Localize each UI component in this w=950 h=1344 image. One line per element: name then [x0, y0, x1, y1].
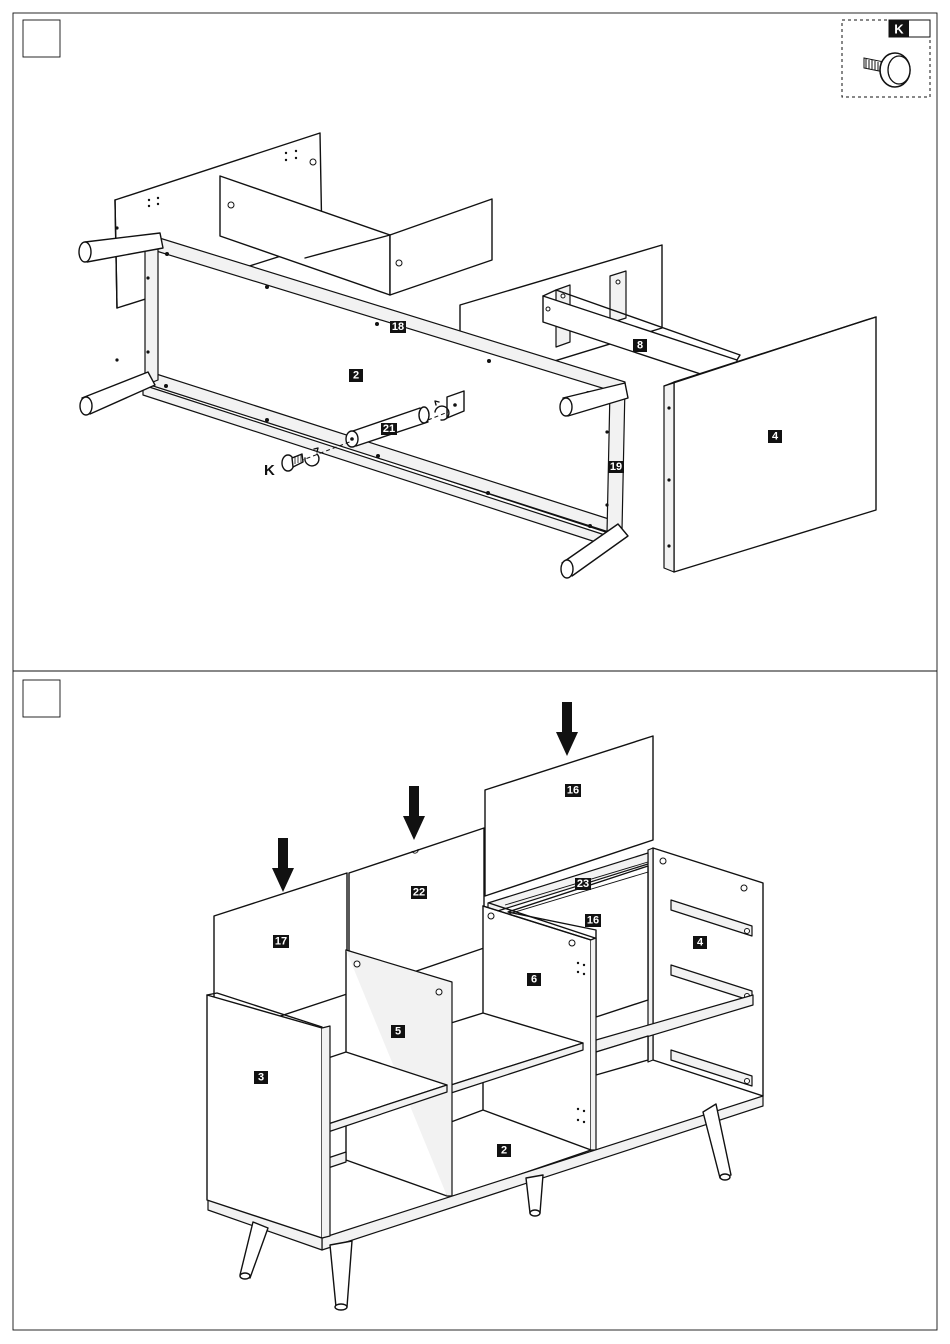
callout-divider-right: 6	[527, 973, 541, 986]
step-1-box	[23, 20, 60, 57]
svg-text:4: 4	[772, 431, 779, 443]
leg-icon	[240, 1222, 268, 1279]
hardware-inset-k: K	[842, 20, 930, 97]
callout-back-left: 17	[273, 935, 289, 948]
svg-text:22: 22	[413, 887, 425, 899]
callout-divider-left: 5	[391, 1025, 405, 1038]
svg-text:4: 4	[697, 937, 704, 949]
svg-text:16: 16	[587, 915, 599, 927]
callout-leg: 21	[381, 423, 397, 435]
step-2-illustration: 17 22 16 16 23 3 4 5 6 2	[207, 702, 763, 1310]
svg-text:18: 18	[392, 321, 404, 333]
svg-text:8: 8	[637, 340, 643, 352]
leg-icon	[330, 1241, 352, 1310]
step-1-illustration: K	[79, 20, 930, 578]
svg-text:2: 2	[353, 370, 359, 382]
svg-text:2: 2	[501, 1145, 507, 1157]
down-arrow-icon	[556, 702, 578, 756]
leveling-foot-icon	[282, 454, 303, 471]
rotate-arrow-icon	[305, 454, 319, 466]
callout-rail-side: 19	[608, 461, 624, 473]
svg-text:23: 23	[577, 878, 589, 890]
down-arrow-icon	[272, 838, 294, 892]
callout-side: 4	[768, 430, 782, 443]
callout-rail-front: 18	[390, 321, 406, 333]
callout-bottom: 2	[349, 369, 363, 382]
callout-back-inner: 16	[585, 914, 601, 927]
callout-back: 8	[633, 339, 647, 352]
svg-text:19: 19	[610, 461, 622, 473]
callout-rail: 23	[575, 878, 591, 890]
side-panel-3	[207, 995, 322, 1238]
down-arrow-icon	[403, 786, 425, 840]
leveling-foot-icon	[864, 53, 910, 87]
leg-icon	[526, 1175, 543, 1216]
svg-text:16: 16	[567, 785, 579, 797]
svg-text:5: 5	[395, 1026, 401, 1038]
callout-back-right: 16	[565, 784, 581, 797]
svg-text:3: 3	[258, 1072, 264, 1084]
side-panel-4	[653, 848, 763, 1096]
callout-screw-k: K	[264, 462, 275, 479]
svg-text:6: 6	[531, 974, 537, 986]
hardware-label: K	[894, 22, 904, 37]
svg-text:17: 17	[275, 936, 287, 948]
callout-bottom-2: 2	[497, 1144, 511, 1157]
step-2-box	[23, 680, 60, 717]
callout-side-right: 4	[693, 936, 707, 949]
callout-side-left: 3	[254, 1071, 268, 1084]
carcass-step1	[79, 133, 876, 578]
callout-back-mid: 22	[411, 886, 427, 899]
svg-text:21: 21	[383, 423, 395, 435]
